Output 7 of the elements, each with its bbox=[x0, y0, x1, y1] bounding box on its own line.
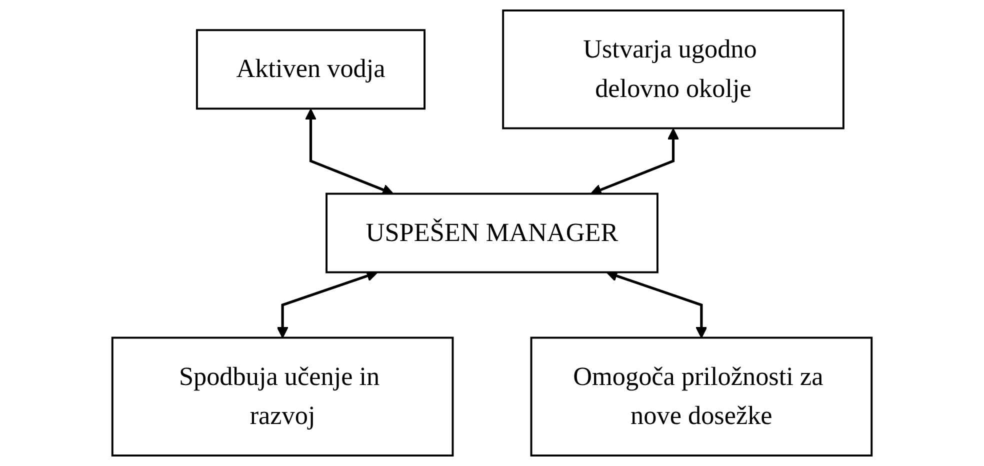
arrow bbox=[304, 108, 394, 196]
node-box: Ustvarja ugodno delovno okolje bbox=[502, 9, 844, 130]
node-box: Omogoča priložnosti za nove dosežke bbox=[530, 336, 873, 457]
arrow bbox=[590, 128, 680, 196]
node-box: USPEŠEN MANAGER bbox=[326, 192, 658, 274]
node-box: Spodbuja učenje in razvoj bbox=[111, 336, 454, 457]
node-box: Aktiven vodja bbox=[196, 29, 426, 110]
